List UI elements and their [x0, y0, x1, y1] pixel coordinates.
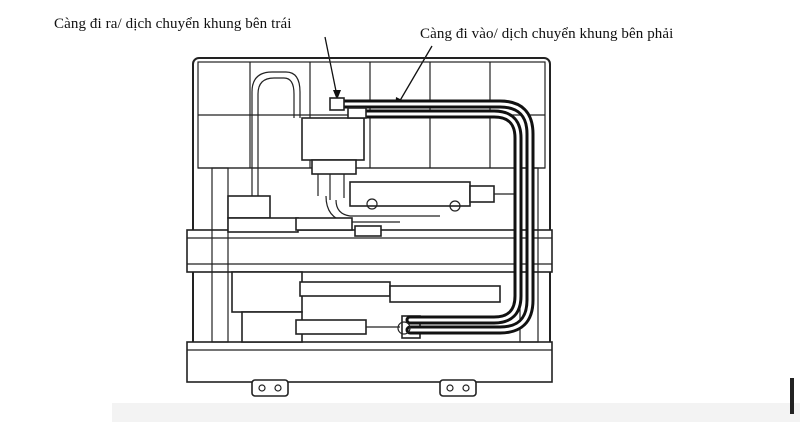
label-left-retract: Càng đi ra/ dịch chuyển khung bên trái [54, 16, 292, 32]
label-right-extend: Càng đi vào/ dịch chuyển khung bên phải [420, 26, 674, 42]
center-bracket [295, 217, 382, 237]
valve-block [301, 117, 365, 200]
upper-cylinder [349, 181, 515, 212]
hose-fittings [329, 97, 411, 335]
lower-crossbar [186, 341, 553, 383]
main-hose [335, 99, 535, 335]
upper-crossbar [186, 229, 553, 273]
left-hydraulic-lines [251, 71, 440, 223]
bottom-hooks [251, 379, 477, 397]
bottom-strip [112, 403, 800, 422]
edge-marker [790, 378, 794, 414]
